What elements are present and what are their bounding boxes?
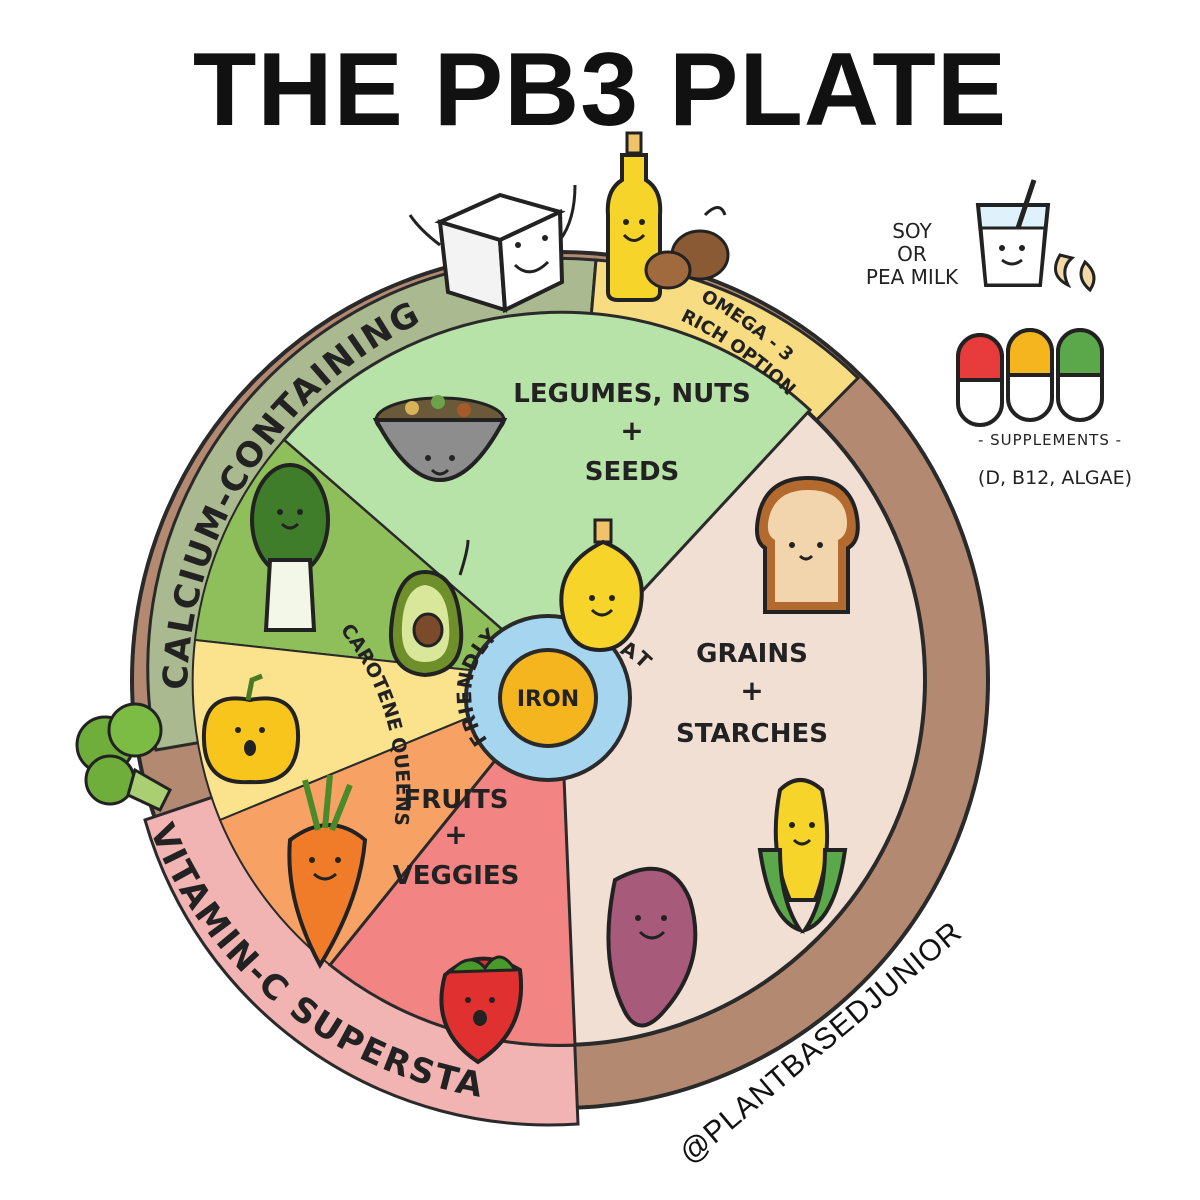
bok-choy-icon [250, 463, 330, 632]
cashew-icon [1054, 253, 1096, 293]
carrot-icon [287, 774, 368, 970]
fruits-label-line1: FRUITS [403, 785, 508, 815]
walnut-icon [644, 206, 730, 290]
grains-label-plus: + [740, 674, 763, 707]
strawberry-icon [439, 955, 523, 1065]
supplement-pills-icon [956, 328, 1104, 427]
legumes-label-line1: LEGUMES, NUTS [513, 379, 750, 409]
sweet-potato-icon [606, 866, 698, 1028]
grains-label-line1: GRAINS [696, 639, 808, 669]
avocado-icon [389, 539, 470, 678]
broccoli-icon [75, 702, 172, 812]
fruits-label-line3: VEGGIES [393, 861, 520, 891]
bell-pepper-icon [201, 673, 301, 785]
grains-label-line3: STARCHES [676, 719, 828, 749]
olive-oil-jug-icon [559, 518, 644, 653]
legume-bowl-icon [372, 395, 508, 482]
tofu-icon [408, 184, 577, 314]
milk-glass-icon [975, 179, 1051, 287]
milk-label-line3: PEA MILK [865, 265, 959, 289]
milk-label-line2: OR [897, 242, 927, 266]
page-title: THE PB3 PLATE [192, 32, 1008, 148]
supplements-detail: (D, B12, ALGAE) [977, 467, 1133, 489]
fruits-label-plus: + [444, 818, 467, 851]
iron-label: IRON [517, 687, 579, 712]
supplements-label: - SUPPLEMENTS - [977, 431, 1123, 449]
legumes-label-line3: SEEDS [585, 457, 680, 487]
corn-icon [757, 778, 848, 934]
toast-icon [754, 475, 860, 614]
milk-label: SOY OR PEA MILK [862, 220, 962, 289]
milk-label-line1: SOY [892, 219, 932, 243]
center-core [498, 648, 598, 748]
legumes-label-plus: + [620, 414, 643, 447]
